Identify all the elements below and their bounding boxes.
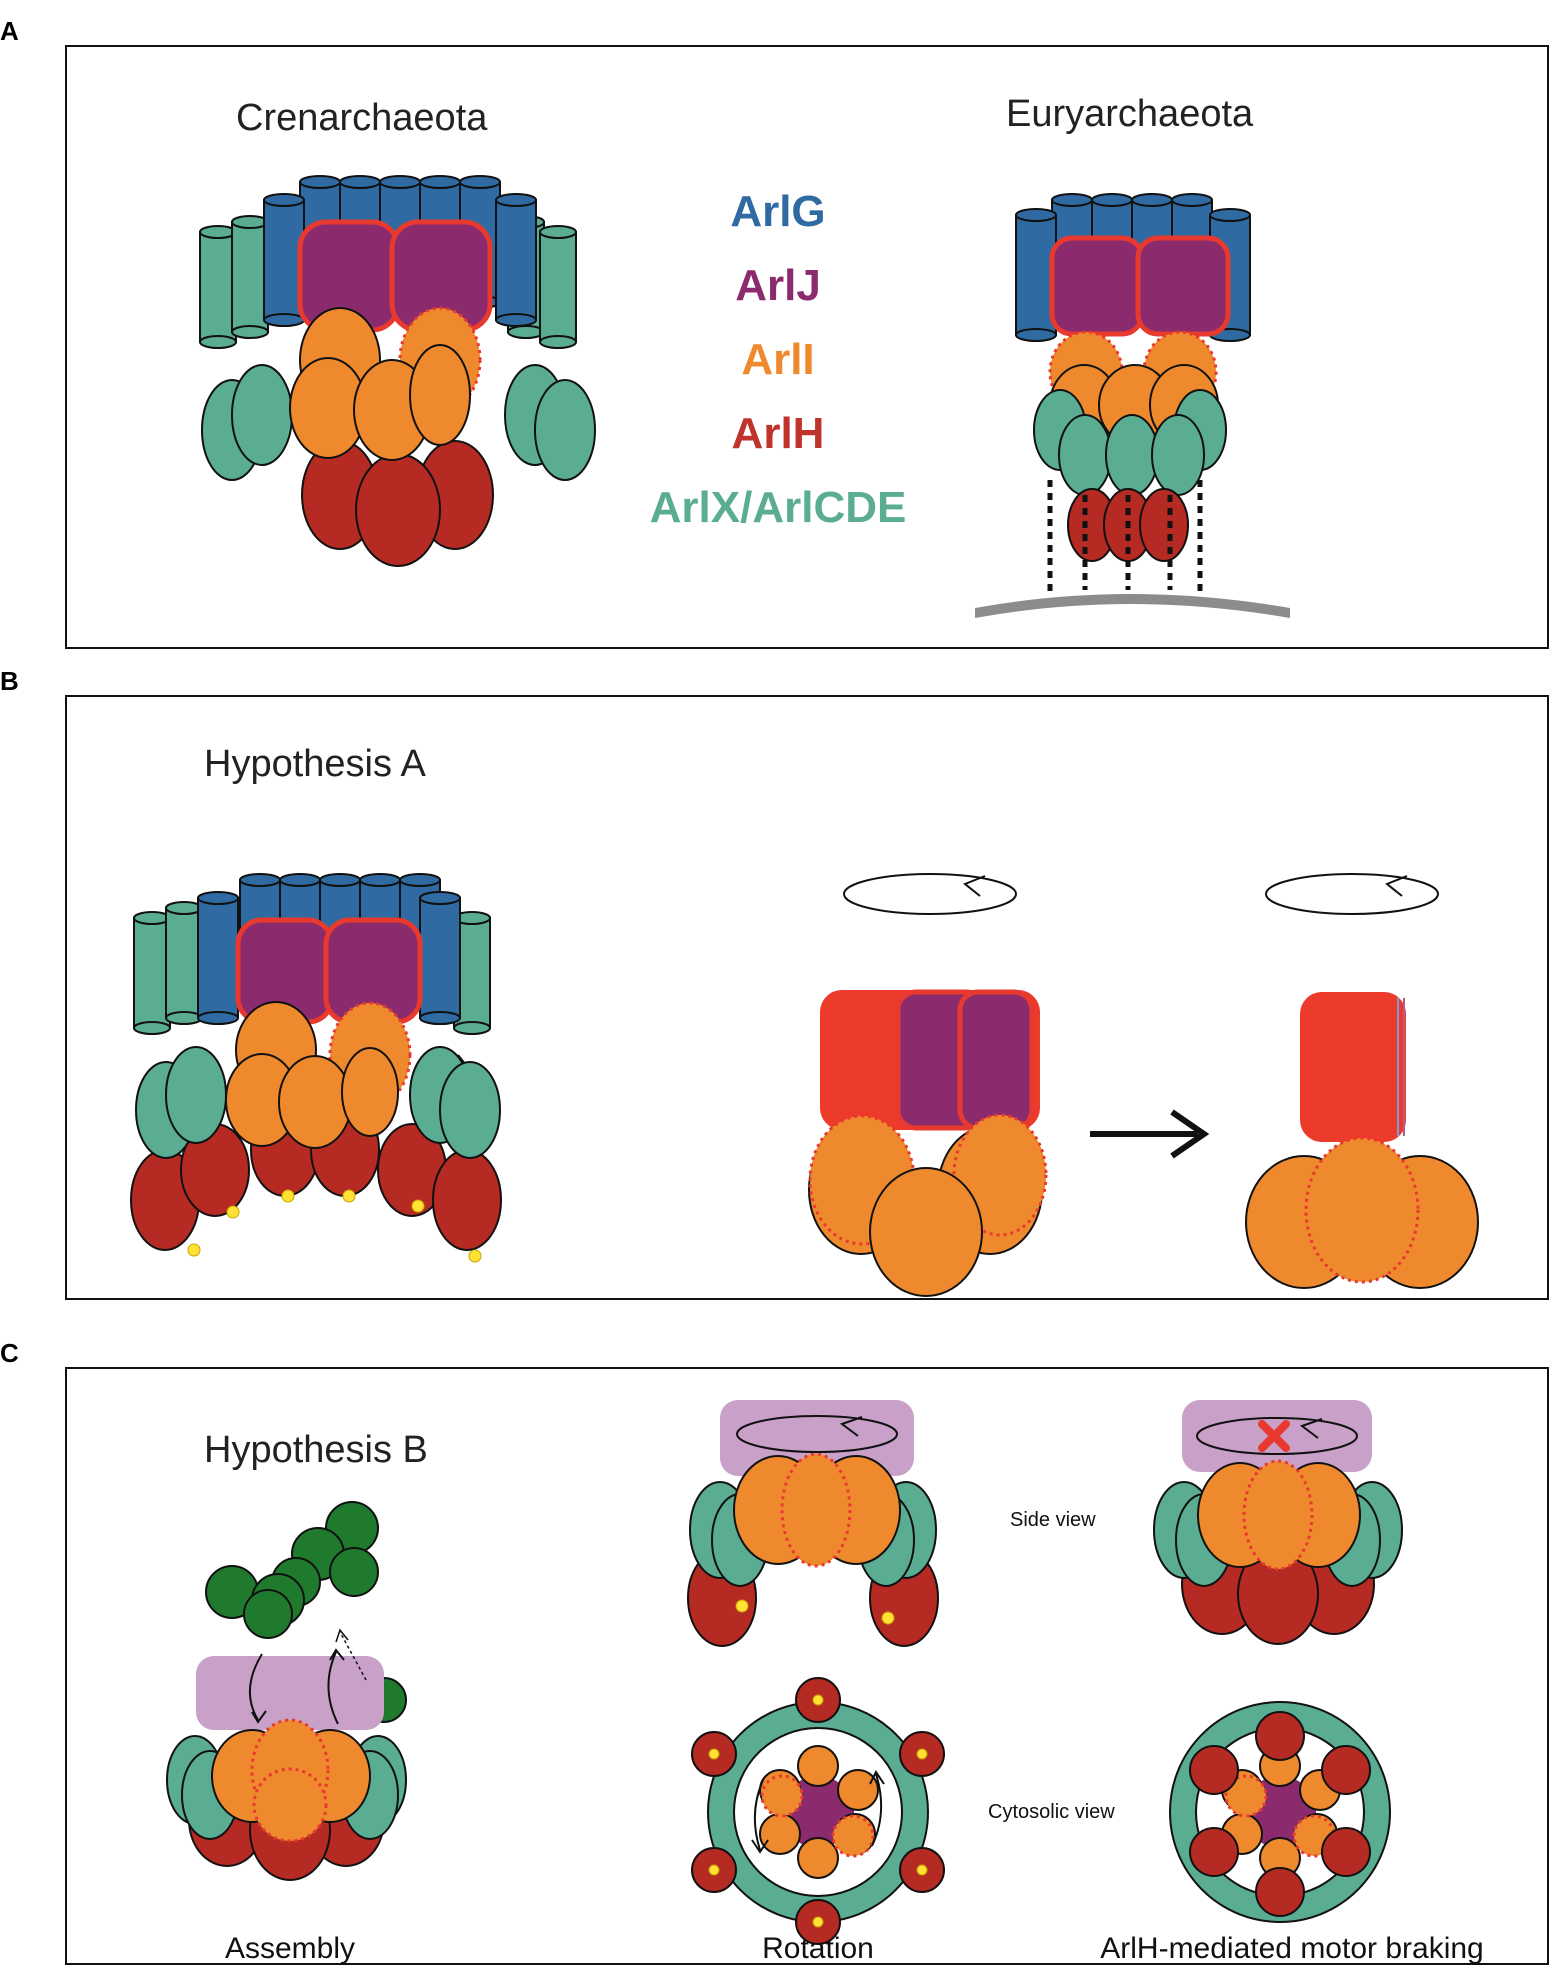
panel-letter-b: B [0,666,19,696]
arlj-ring [1300,992,1406,1142]
arlx-ellipse [1105,414,1159,496]
assembly-diagram [166,1501,407,1881]
panel-b: B Hypothesis A [0,666,1549,1300]
legend-arlh: ArlH [732,409,825,458]
panel-c: C Hypothesis B Side view Cytosolic view … [0,1338,1549,1965]
euryarchaeota-motor [975,193,1290,618]
arlij-side-upright [1245,992,1479,1289]
membrane [975,594,1290,618]
crenarchaeota-motor [199,175,596,567]
arlx-cylinder [199,225,237,349]
arli-ellipse [869,1167,983,1297]
arlx-ellipse [1058,414,1112,496]
arlx-ellipse [1151,414,1205,496]
legend-arlj: ArlJ [735,261,821,310]
arlj-membrane [196,1656,384,1730]
arlj-block [1135,235,1231,337]
arlij-side-tilted [808,989,1048,1297]
rotation-cytosolic-view [691,1677,945,1945]
rotation-arrow-right [1265,873,1439,915]
arli-ellipse [278,1055,352,1149]
side-view-label: Side view [1010,1509,1096,1531]
arlg-cylinder [197,891,239,1025]
atp-dots [187,1189,482,1263]
panel-letter-c: C [0,1338,19,1368]
arlx-ellipse [231,364,293,466]
arlh-ellipse [432,1149,502,1251]
cytosolic-view-label: Cytosolic view [988,1801,1115,1823]
arlj-block [1049,235,1145,337]
crenarchaeota-title: Crenarchaeota [236,97,488,139]
linkers [1047,480,1203,595]
hypothesis-a-title: Hypothesis A [204,743,426,785]
arli-ellipse [341,1047,399,1137]
panel-b-frame [65,695,1549,1300]
arlx-cylinder [133,911,171,1035]
panel-a-frame [65,45,1549,649]
braking-cytosolic-view [1169,1701,1391,1923]
arlg-cylinder [419,891,461,1025]
rotation-arrow-left [843,873,1017,915]
arlj-block [957,989,1035,1131]
legend-arlg: ArlG [730,187,825,236]
hypothesis-b-title: Hypothesis B [204,1429,428,1471]
arlx-ellipse [165,1046,227,1144]
arlh-ellipse [355,453,441,567]
panel-a: A Crenarchaeota Euryarchaeota ArlG ArlJ … [0,16,1549,649]
panel-c-frame [65,1367,1549,1965]
arlx-cylinder [165,901,203,1025]
arli-ellipse [409,344,471,446]
euryarchaeota-title: Euryarchaeota [1006,93,1254,135]
brake-x-icon [1258,1420,1290,1452]
legend-arlx-arlcde: ArlX/ArlCDE [650,483,907,532]
panel-letter-a: A [0,16,19,46]
hypothesis-a-motor [130,873,502,1263]
arli-ellipse [1304,1136,1420,1284]
arlx-cylinder [539,225,577,349]
arlx-cylinder [231,215,269,339]
rotation-side-view [687,1400,939,1647]
caption-braking: ArlH-mediated motor braking [1100,1932,1483,1965]
legend-arli: ArlI [741,335,814,384]
arlx-ellipse [439,1061,501,1159]
arlh-ellipse [1139,488,1189,562]
arlg-cylinder [495,193,537,327]
arlx-ellipse [534,379,596,481]
braking-side-view [1153,1400,1403,1645]
transition-arrow [1090,1109,1210,1159]
caption-assembly: Assembly [225,1932,355,1965]
